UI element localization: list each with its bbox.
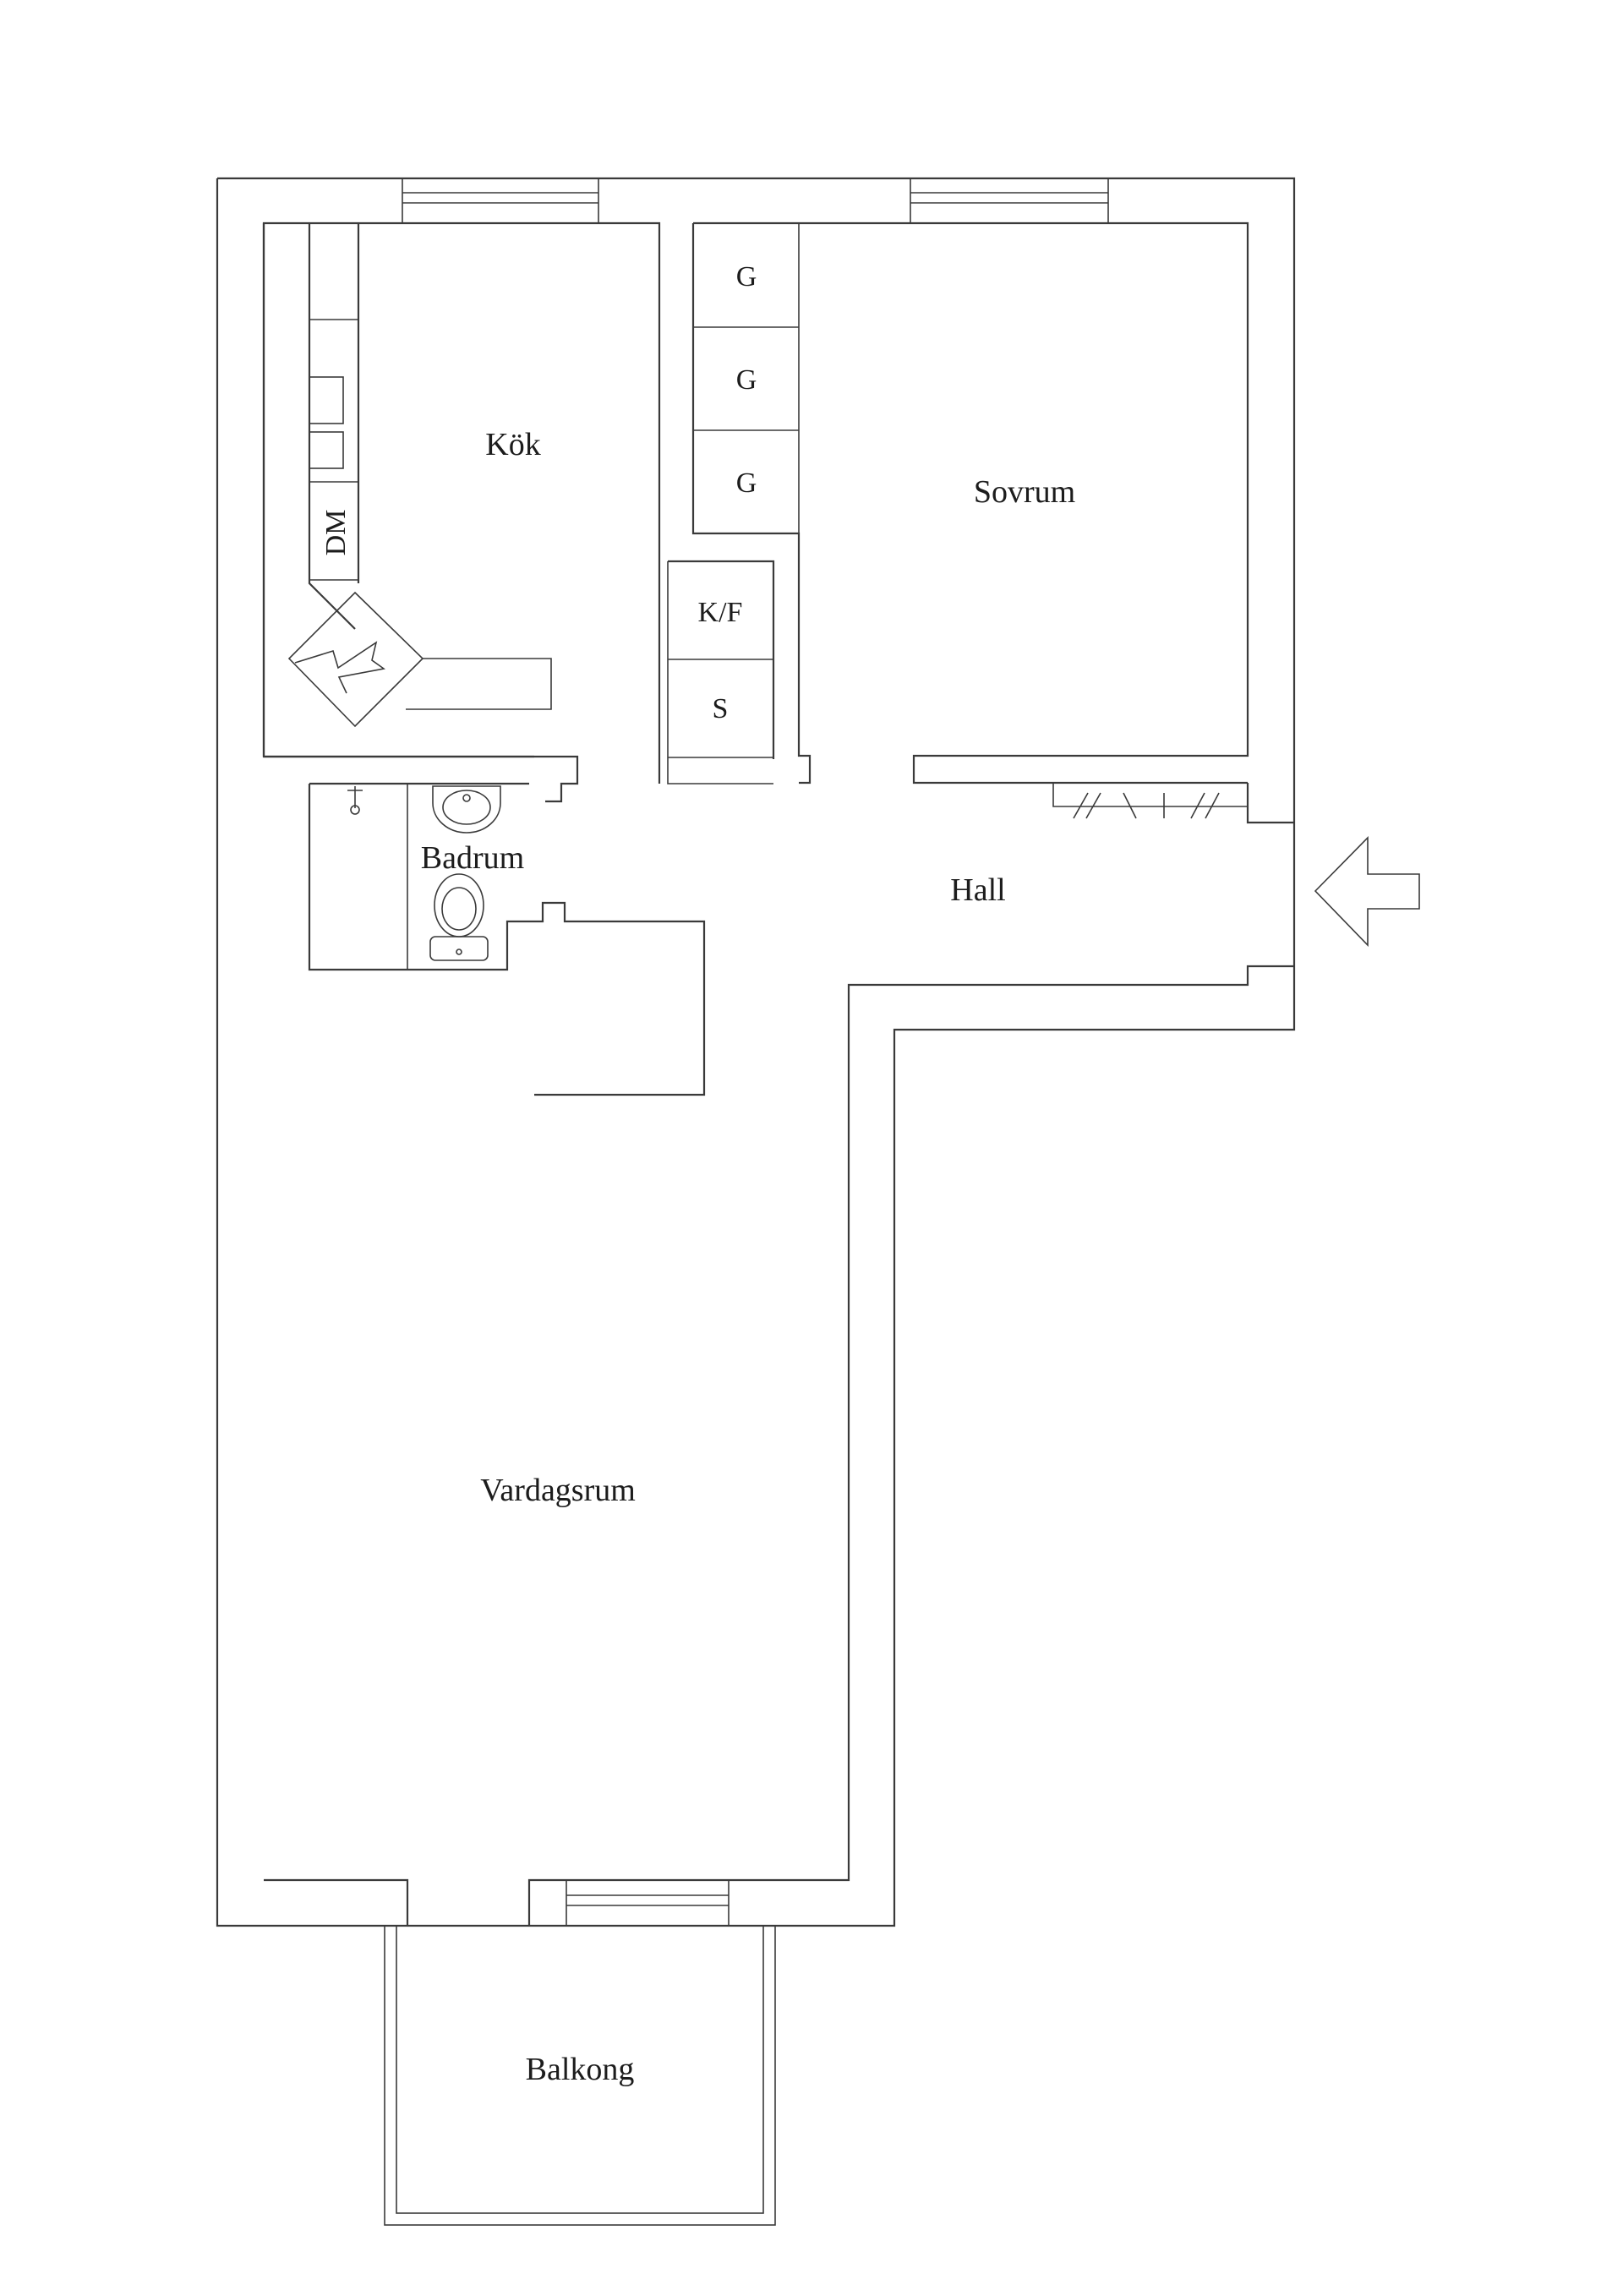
arrow-left-icon xyxy=(1314,836,1420,947)
wardrobe-label: G xyxy=(736,261,757,292)
window-living-room xyxy=(566,1879,730,1927)
chimney-icon xyxy=(287,591,424,728)
dishwasher-label: DM xyxy=(320,510,352,556)
sink-icon xyxy=(432,785,501,834)
wardrobe-label: G xyxy=(736,467,757,499)
dishwasher: DM xyxy=(320,510,352,556)
hall xyxy=(1052,784,1248,819)
outer-walls xyxy=(216,177,1296,1927)
room-label-hall: Hall xyxy=(950,872,1005,908)
toilet-icon xyxy=(429,873,489,961)
window-kitchen xyxy=(402,178,599,224)
wardrobes: G G G xyxy=(693,223,800,533)
kitchen xyxy=(262,221,661,803)
room-label-balcony: Balkong xyxy=(526,2052,635,2087)
stove-burner xyxy=(309,376,344,424)
wardrobe-label: G xyxy=(736,364,757,396)
fridge-freezer-unit: K/F S xyxy=(667,561,773,784)
room-label-bedroom: Sovrum xyxy=(974,474,1075,510)
stove-burner xyxy=(309,431,344,469)
room-label-bathroom: Badrum xyxy=(421,840,524,876)
bathroom xyxy=(308,782,706,1096)
cabinet-label: S xyxy=(713,693,729,724)
room-label-kitchen: Kök xyxy=(485,427,540,462)
balcony xyxy=(384,1925,776,2226)
room-label-living-room: Vardagsrum xyxy=(480,1473,636,1508)
fridge-freezer-label: K/F xyxy=(698,597,743,628)
shower-icon xyxy=(347,786,363,815)
window-bedroom xyxy=(910,178,1109,224)
bedroom xyxy=(668,221,1249,784)
